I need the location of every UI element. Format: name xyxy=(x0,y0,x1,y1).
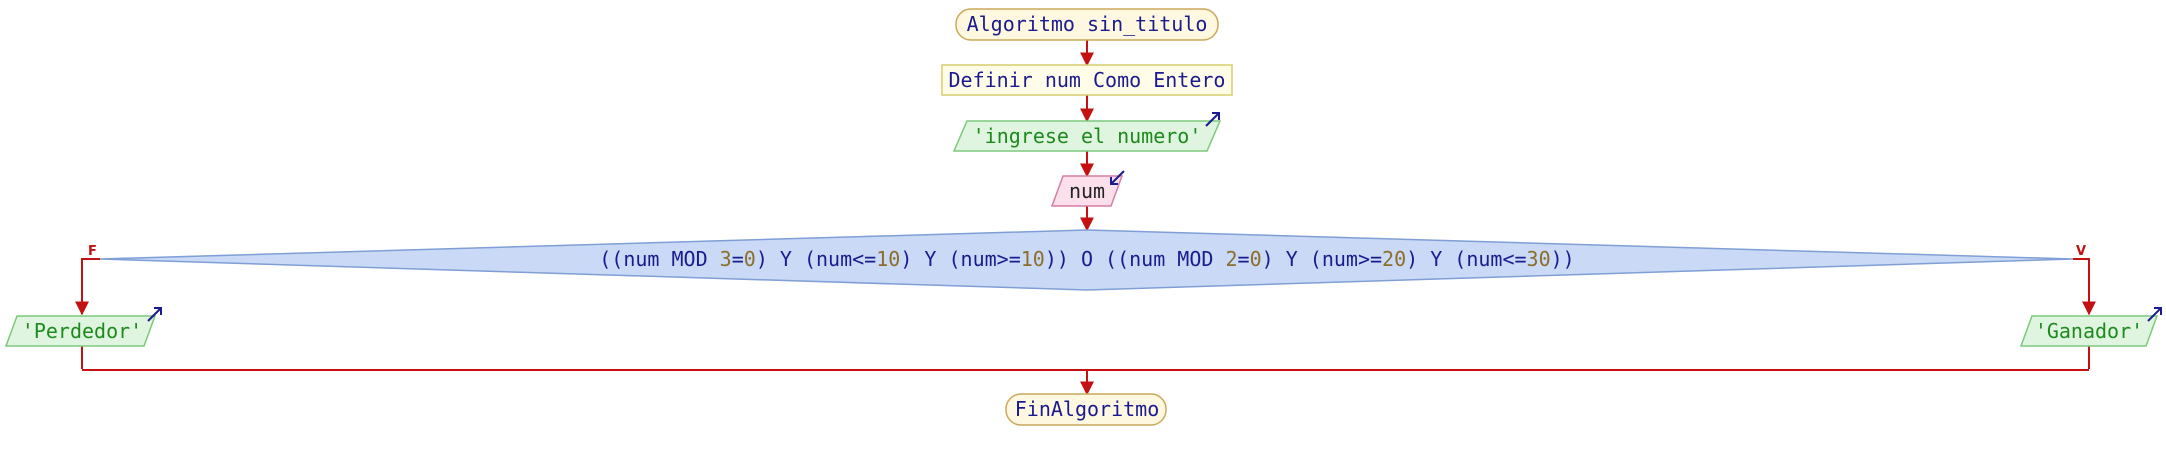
false-flag: F xyxy=(88,244,97,259)
condition-token: ) Y (num>= xyxy=(1262,247,1382,271)
condition-token: ((num xyxy=(599,247,671,271)
condition-token: MOD xyxy=(1177,247,1213,271)
define-label: Definir num Como Entero xyxy=(949,68,1226,92)
condition-token: 0 xyxy=(1250,247,1262,271)
output-false: 'Perdedor' xyxy=(4,307,162,347)
input-num: num xyxy=(1050,170,1125,207)
condition-token: 30 xyxy=(1527,247,1551,271)
flow-lines xyxy=(75,40,2096,396)
condition-token: 3 xyxy=(720,247,732,271)
define-shape xyxy=(941,64,1233,96)
end-shape xyxy=(1005,393,1167,426)
output-prompt-label: 'ingrese el numero' xyxy=(973,124,1202,148)
start-shape xyxy=(955,8,1219,41)
output-prompt: 'ingrese el numero' xyxy=(952,112,1222,152)
condition-token: )) xyxy=(1551,247,1575,271)
condition-token: 10 xyxy=(1021,247,1045,271)
end-label: FinAlgoritmo xyxy=(1015,397,1160,421)
input-num-label: num xyxy=(1069,179,1105,203)
output-arrow-icon xyxy=(1205,112,1220,127)
output-false-label: 'Perdedor' xyxy=(22,319,142,343)
condition-token: 0 xyxy=(744,247,756,271)
condition-token: = xyxy=(732,247,744,271)
output-true: 'Ganador' xyxy=(2019,307,2162,347)
decision-shape xyxy=(99,229,2074,291)
output-false-arrow-icon xyxy=(147,307,162,322)
condition-token: 20 xyxy=(1382,247,1406,271)
input-arrow-icon xyxy=(1110,170,1125,185)
start-terminal: Algoritmo sin_titulo xyxy=(955,8,1219,41)
condition-token: ) Y (num>= xyxy=(900,247,1020,271)
define-process: Definir num Como Entero xyxy=(941,64,1233,96)
condition-token: = xyxy=(1238,247,1250,271)
condition-token xyxy=(1213,247,1225,271)
condition-token: )) O ((num xyxy=(1045,247,1177,271)
condition-token xyxy=(708,247,720,271)
input-num-shape xyxy=(1050,175,1124,207)
output-false-shape xyxy=(4,315,157,347)
start-label: Algoritmo sin_titulo xyxy=(967,12,1208,36)
flow-false-branch xyxy=(75,258,100,316)
decision: ((num MOD 3=0) Y (num<=10) Y (num>=10)) … xyxy=(88,229,2086,291)
condition-token: MOD xyxy=(672,247,708,271)
condition-token: ) Y (num<= xyxy=(1406,247,1526,271)
flow-true-branch xyxy=(2073,258,2096,316)
condition-token: ) Y (num<= xyxy=(756,247,876,271)
condition-token: 2 xyxy=(1225,247,1237,271)
true-flag: V xyxy=(2076,244,2086,259)
end-terminal: FinAlgoritmo xyxy=(1005,393,1167,426)
condition-token: 10 xyxy=(876,247,900,271)
output-prompt-shape xyxy=(952,120,1222,152)
output-true-shape xyxy=(2019,315,2159,347)
output-true-arrow-icon xyxy=(2147,307,2162,322)
decision-condition: ((num MOD 3=0) Y (num<=10) Y (num>=10)) … xyxy=(599,247,1574,271)
output-true-label: 'Ganador' xyxy=(2035,319,2143,343)
